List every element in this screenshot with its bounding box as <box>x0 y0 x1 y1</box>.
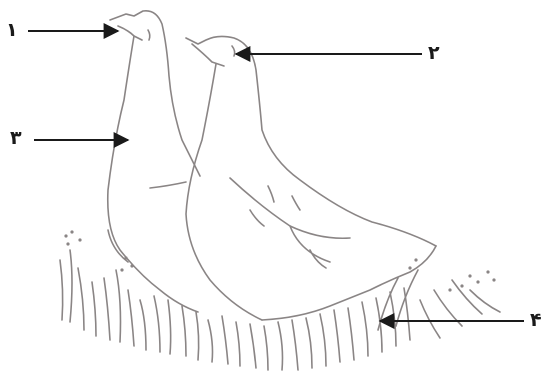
label-1: ۱ <box>6 21 18 40</box>
label-4: ۴ <box>530 311 542 330</box>
label-2: ۲ <box>428 44 440 63</box>
label-3: ۳ <box>10 129 22 148</box>
grass-tufts <box>60 250 500 370</box>
back-goose <box>108 11 200 312</box>
